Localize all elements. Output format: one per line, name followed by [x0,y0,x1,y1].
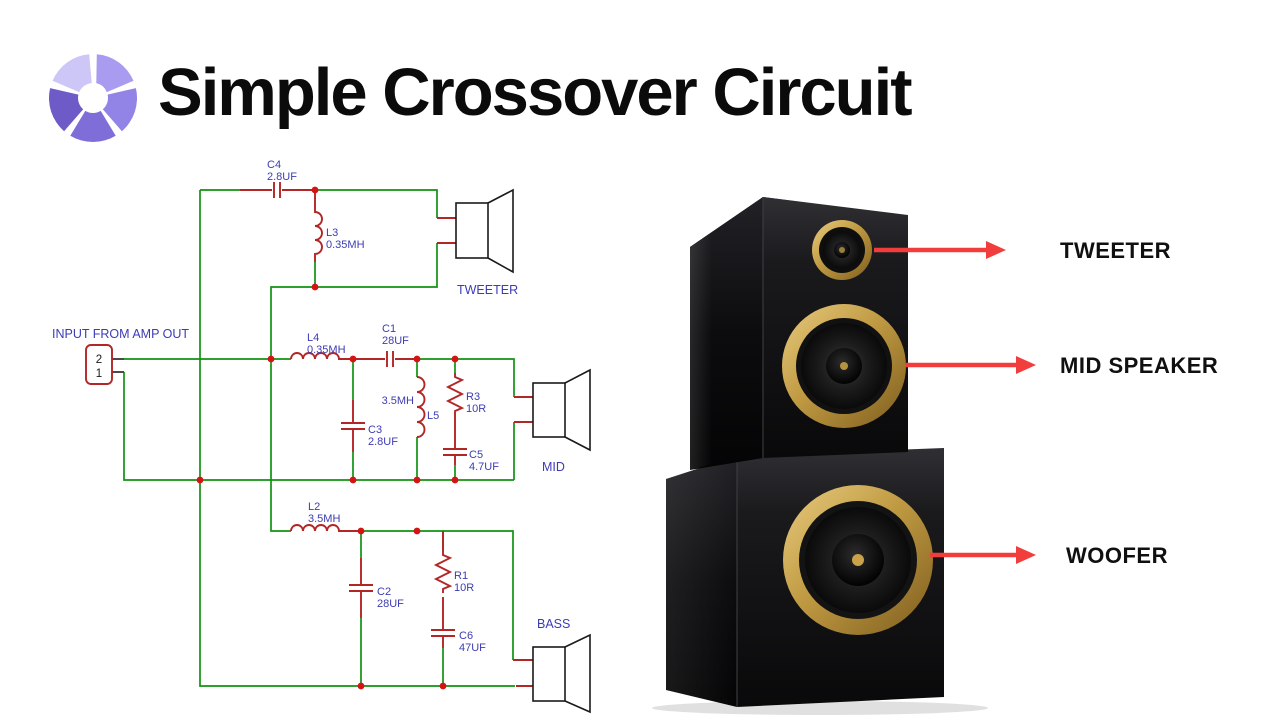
woofer-callout-label: WOOFER [1066,543,1168,568]
l5-ref-label: L5 [427,410,439,422]
input-label: INPUT FROM AMP OUT [52,327,189,341]
mid-arrow [906,356,1036,374]
page-title: Simple Crossover Circuit [158,55,913,130]
c4-ref-label: C4 [267,159,281,171]
tweeter-callout-label: TWEETER [1060,238,1171,263]
capacitor-c6 [431,597,455,648]
callouts: TWEETER MID SPEAKER WOOFER [874,238,1218,568]
l5-value-label: 3.5MH [382,395,414,407]
mid-speaker-symbol [532,368,591,452]
capacitor-c1 [353,351,417,367]
r3-ref-label: R3 [466,391,480,403]
r1-value-label: 10R [454,582,474,594]
l3-value-label: 0.35MH [326,239,365,251]
capacitor-c3 [341,400,365,452]
l4-value-label: 0.35MH [307,344,346,356]
r3-value-label: 10R [466,403,486,415]
c1-ref-label: C1 [382,323,396,335]
inductor-l4 [290,352,353,360]
inductor-l2 [290,524,360,532]
c2-value-label: 28UF [377,598,404,610]
capacitor-c4 [240,182,315,198]
shutter-logo-icon [48,54,138,143]
c5-value-label: 4.7UF [469,461,499,473]
junction-dots [196,186,459,690]
l3-ref-label: L3 [326,227,338,239]
inductor-l3 [314,190,323,262]
bass-speaker-symbol [532,633,591,714]
capacitor-c5 [443,415,467,465]
c6-ref-label: C6 [459,630,473,642]
woofer-arrow [930,546,1036,564]
pin-2-label: 2 [96,354,102,366]
woofer-cabinet [666,448,944,707]
c5-ref-label: C5 [469,449,483,461]
tweeter-schematic-label: TWEETER [457,283,518,297]
l2-value-label: 3.5MH [308,513,340,525]
l2-ref-label: L2 [308,501,320,513]
resistor-r3 [445,373,465,415]
c2-ref-label: C2 [377,586,391,598]
mid-driver [782,304,906,428]
tweeter-arrow [874,241,1006,259]
speaker-render [652,197,988,715]
resistor-r1 [433,531,453,593]
c3-ref-label: C3 [368,424,382,436]
speaker-symbols [455,188,591,714]
r1-ref-label: R1 [454,570,468,582]
mid-schematic-label: MID [542,460,565,474]
schematic-wires [123,189,515,687]
l4-ref-label: L4 [307,332,319,344]
brand-logo-icon [48,54,138,143]
capacitor-c2 [349,558,373,618]
bass-schematic-label: BASS [537,617,570,631]
tweeter-driver [812,220,872,280]
floor-shadow [652,701,988,715]
c3-value-label: 2.8UF [368,436,398,448]
inductor-l5 [416,376,426,438]
top-cabinet [690,197,908,470]
pin-1-label: 1 [96,368,102,380]
input-connector: 2 1 [85,344,124,385]
c6-value-label: 47UF [459,642,486,654]
woofer-driver [783,485,933,635]
c4-value-label: 2.8UF [267,171,297,183]
mid-callout-label: MID SPEAKER [1060,353,1218,378]
c1-value-label: 28UF [382,335,409,347]
tweeter-speaker-symbol [455,188,514,274]
crossover-schematic: 2 1 [52,159,591,714]
